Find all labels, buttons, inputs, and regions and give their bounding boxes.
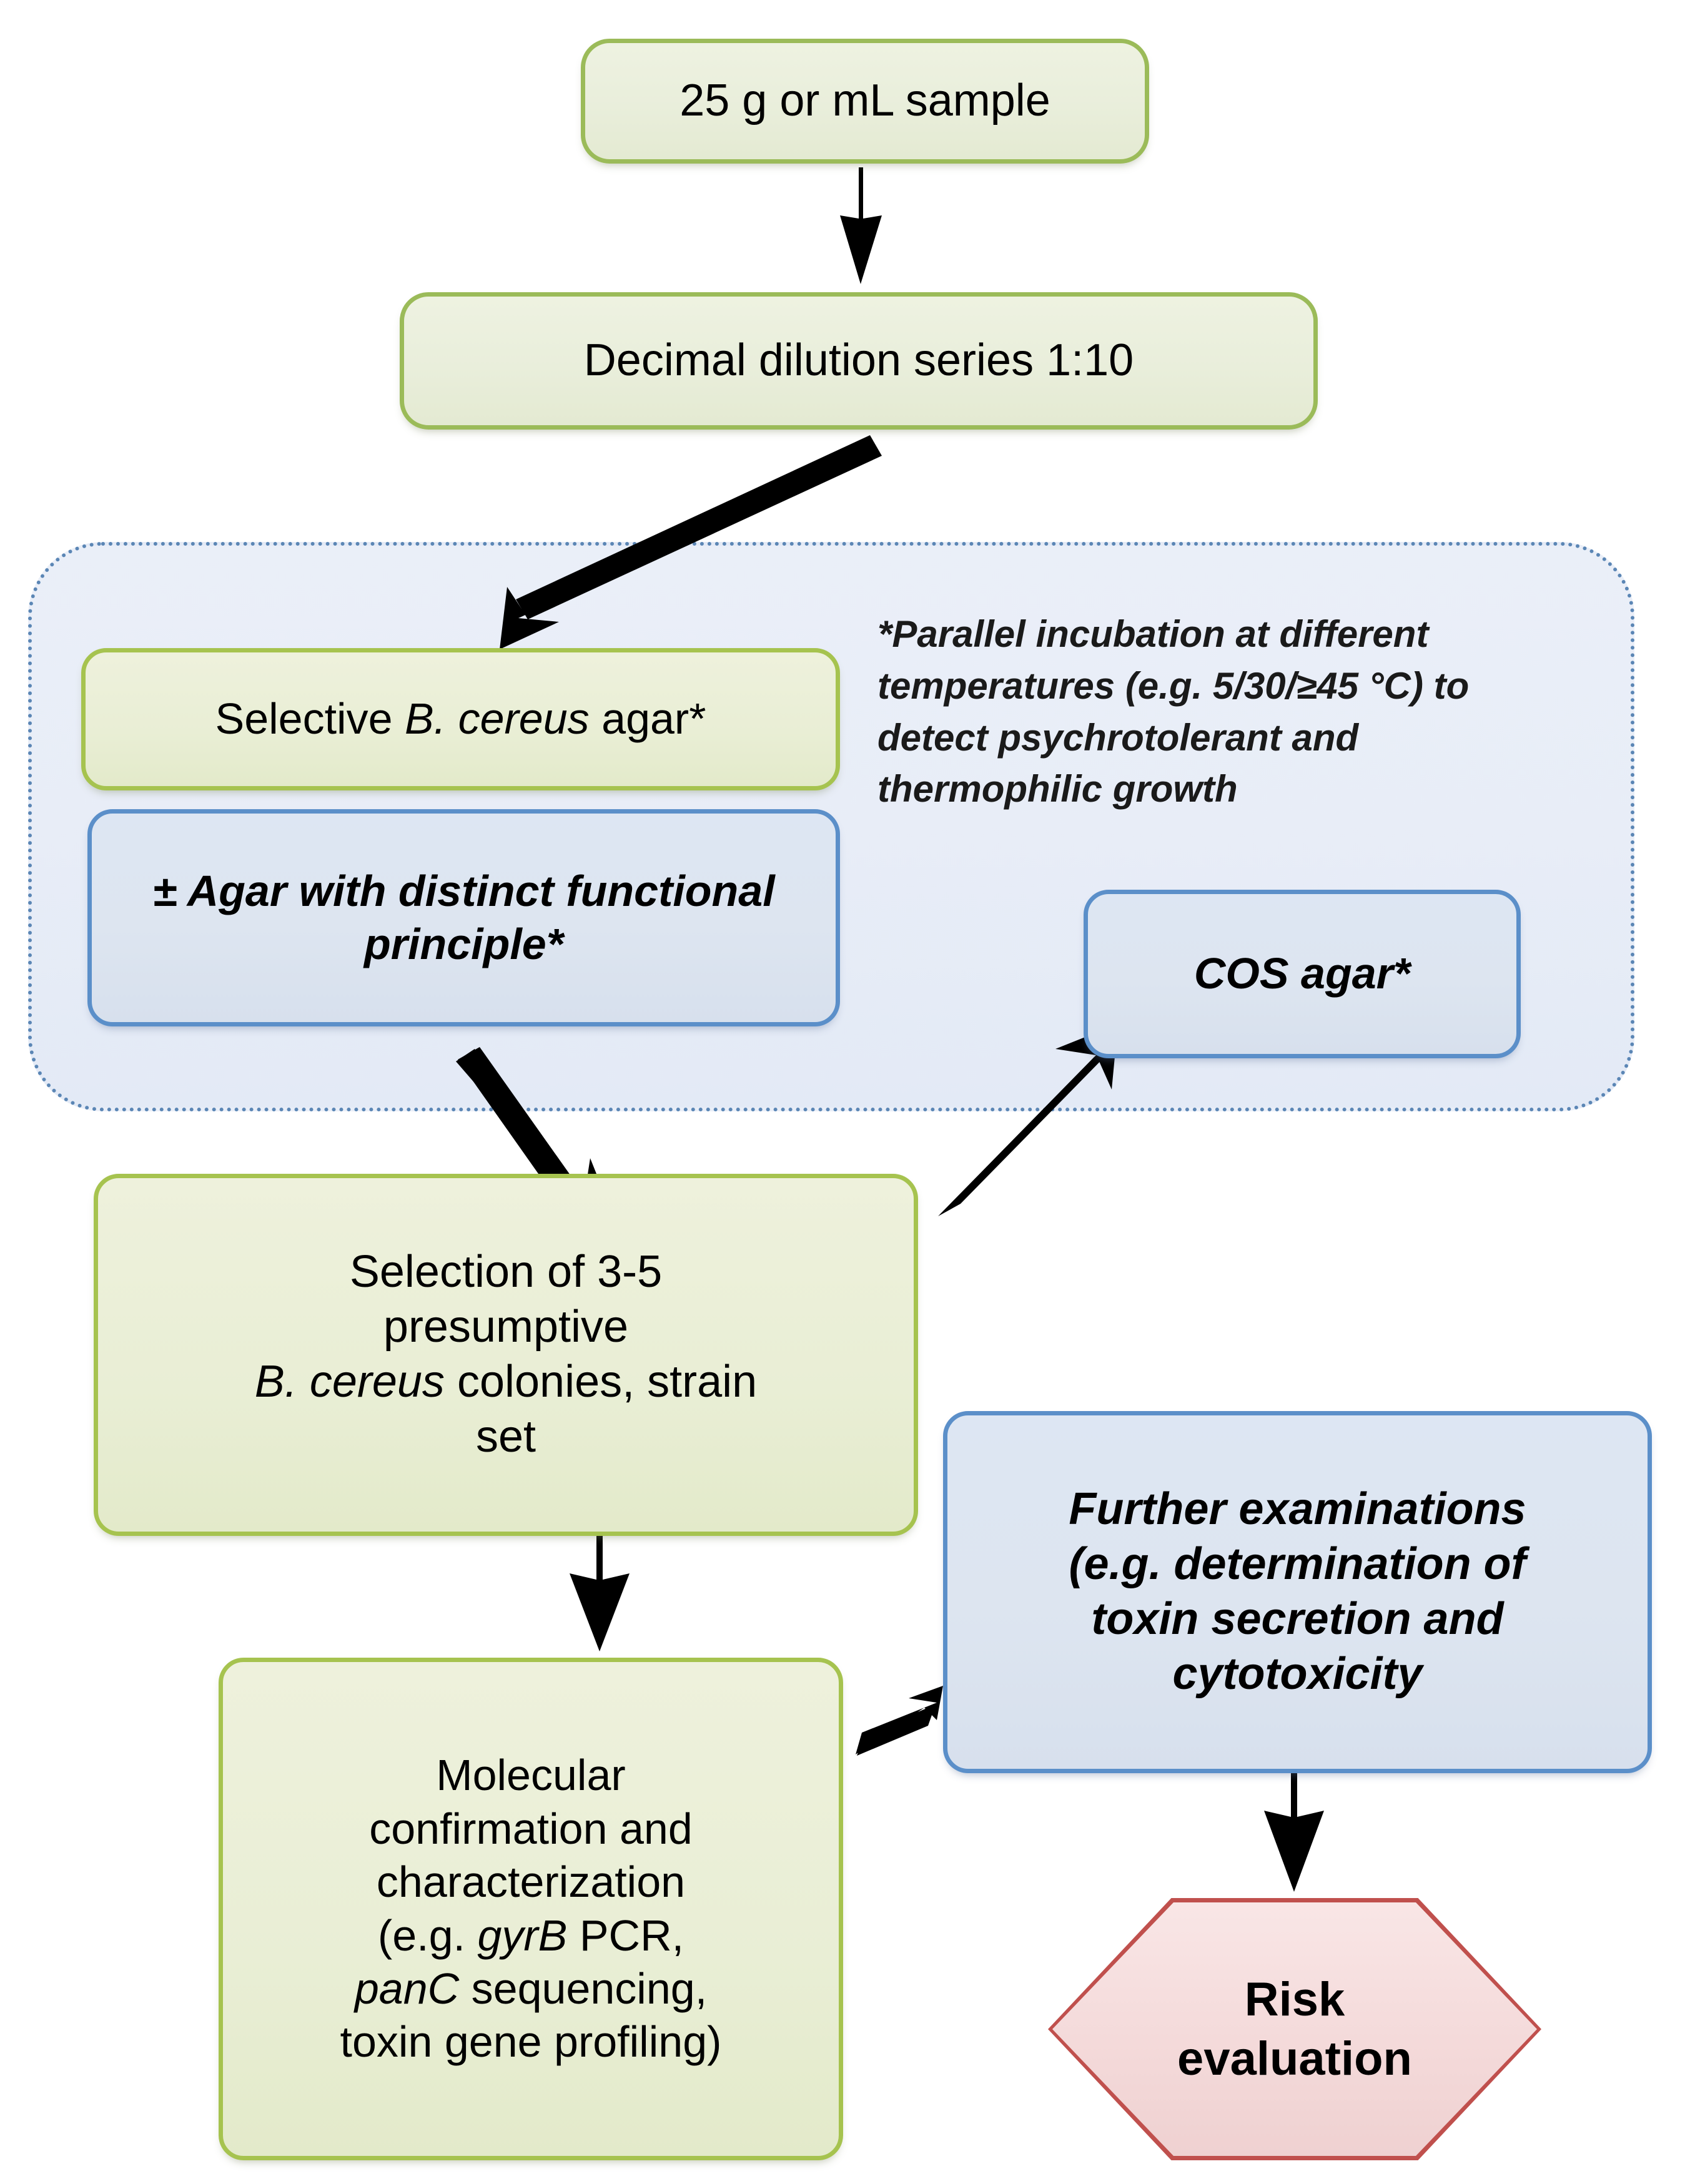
- further-line-4: cytotoxicity: [1172, 1648, 1423, 1699]
- node-distinct-agar: ± Agar with distinct functional principl…: [87, 809, 840, 1026]
- annotation-line-2: temperatures (e.g. 5/30/≥45 °C) to: [877, 664, 1470, 707]
- node-distinct-agar-label: ± Agar with distinct functional principl…: [152, 866, 775, 968]
- node-selective-agar: Selective B. cereus agar*: [81, 648, 840, 790]
- selection-line-4: set: [475, 1411, 536, 1462]
- node-cos-agar: COS agar*: [1084, 890, 1521, 1058]
- arrow-further-to-risk: [1264, 1773, 1324, 1892]
- node-further-examinations: Further examinations (e.g. determination…: [943, 1411, 1652, 1773]
- molecular-line-5: panC sequencing,: [354, 1964, 708, 2013]
- risk-evaluation-label: Risk evaluation: [1177, 1970, 1412, 2088]
- risk-line-2: evaluation: [1177, 2032, 1412, 2085]
- selection-line-3: B. cereus colonies, strain: [254, 1357, 758, 1407]
- molecular-line-3: characterization: [376, 1857, 686, 1907]
- arrow-sample-to-dilution: [840, 167, 882, 284]
- annotation-line-1: *Parallel incubation at different: [877, 613, 1429, 655]
- node-dilution: Decimal dilution series 1:10: [400, 292, 1318, 430]
- annotation-line-4: thermophilic growth: [877, 768, 1238, 810]
- molecular-line-4: (e.g. gyrB PCR,: [377, 1911, 684, 1960]
- selection-line-1: Selection of 3-5: [349, 1247, 663, 1297]
- node-dilution-label: Decimal dilution series 1:10: [583, 335, 1134, 386]
- selection-line-2: presumptive: [383, 1302, 629, 1352]
- parallel-incubation-annotation: *Parallel incubation at different temper…: [877, 609, 1589, 815]
- hexagon-fill: [1052, 1902, 1537, 2156]
- node-sample-label: 25 g or mL sample: [679, 76, 1050, 126]
- node-selection: Selection of 3-5 presumptive B. cereus c…: [94, 1174, 918, 1536]
- node-molecular-confirmation: Molecular confirmation and characterizat…: [219, 1658, 843, 2160]
- annotation-line-3: detect psychrotolerant and: [877, 716, 1359, 759]
- molecular-line-1: Molecular: [436, 1751, 626, 1800]
- risk-line-1: Risk: [1244, 1973, 1345, 2026]
- molecular-line-6: toxin gene profiling): [340, 2017, 722, 2067]
- arrow-selection-to-molecular: [570, 1536, 630, 1651]
- molecular-line-2: confirmation and: [369, 1804, 693, 1853]
- further-line-3: toxin secretion and: [1091, 1594, 1504, 1644]
- node-risk-evaluation: Risk evaluation: [1048, 1898, 1541, 2160]
- further-line-1: Further examinations: [1069, 1484, 1526, 1535]
- node-cos-agar-label: COS agar*: [1193, 949, 1411, 998]
- further-line-2: (e.g. determination of: [1069, 1539, 1526, 1590]
- node-selective-agar-label: Selective B. cereus agar*: [215, 694, 706, 744]
- arrow-molecular-to-further: [856, 1686, 943, 1756]
- node-sample: 25 g or mL sample: [581, 39, 1149, 164]
